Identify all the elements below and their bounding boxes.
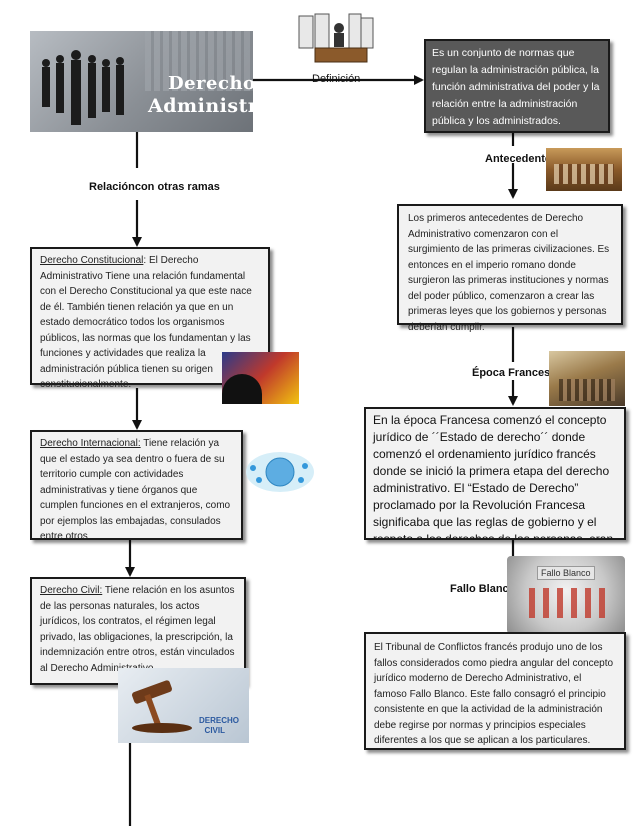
fallo-blanco-sign: Fallo Blanco: [537, 566, 595, 580]
antecedentes-box: Los primeros antecedentes de Derecho Adm…: [397, 204, 623, 333]
civil-heading: Derecho Civil:: [40, 585, 103, 596]
antecedentes-text: Los primeros antecedentes de Derecho Adm…: [408, 213, 610, 333]
globe-hands-icon: [246, 452, 314, 492]
fallo-blanco-box: El Tribunal de Conflictos francés produj…: [364, 632, 626, 750]
epoca-francesa-text: En la época Francesa comenzó el concepto…: [373, 413, 614, 540]
definition-box: Es un conjunto de normas que regulan la …: [424, 39, 610, 133]
building-silhouette: [145, 31, 253, 91]
civil-caption-line1: DERECHO: [198, 716, 239, 725]
epoca-francesa-box: En la época Francesa comenzó el concepto…: [364, 407, 626, 540]
internacional-image: [243, 448, 318, 496]
antecedentes-image: [546, 148, 622, 191]
label-relacion-otras-ramas: Relacióncon otras ramas: [89, 181, 220, 193]
label-definicion: Definición: [312, 73, 361, 85]
internacional-text: Tiene relación ya que el estado ya sea d…: [40, 438, 231, 542]
label-antecedentes: Antecedentes: [485, 153, 558, 165]
civil-caption-line2: CIVIL: [204, 726, 225, 735]
epoca-image-detail: [559, 379, 615, 401]
constitucional-content: Derecho Constitucional: El Derecho Admin…: [40, 253, 260, 393]
constitucional-text: : El Derecho Administrativo Tiene una re…: [40, 255, 252, 390]
gavel-icon: [131, 680, 192, 733]
internacional-content: Derecho Internacional: Tiene relación ya…: [40, 436, 233, 545]
desk-icon: [298, 13, 374, 63]
constitucional-image: [222, 352, 299, 404]
fallo-blanco-image: Fallo Blanco: [507, 556, 625, 634]
people-silhouettes: [36, 49, 136, 129]
epoca-francesa-image: [549, 351, 625, 406]
header-title-line1: Derecho: [168, 73, 253, 94]
internacional-box: Derecho Internacional: Tiene relación ya…: [30, 430, 243, 542]
civil-box: Derecho Civil: Tiene relación en los asu…: [30, 577, 246, 685]
civil-text: Tiene relación en los asuntos de las per…: [40, 585, 235, 674]
documents-desk-illustration: [297, 12, 375, 67]
fallo-red-marks: [529, 588, 605, 618]
definition-text: Es un conjunto de normas que regulan la …: [432, 47, 600, 127]
fallo-blanco-text: El Tribunal de Conflictos francés produj…: [374, 642, 614, 746]
people-icon: [42, 50, 124, 125]
antecedentes-image-detail: [554, 164, 614, 184]
header-banner: Derecho Administrativo: [30, 31, 253, 132]
civil-image: DERECHO CIVIL: [118, 668, 249, 743]
constitucional-heading: Derecho Constitucional: [40, 255, 144, 266]
label-epoca-francesa: Época Francesa: [472, 367, 557, 379]
constitucional-image-figure: [222, 374, 262, 404]
internacional-heading: Derecho Internacional:: [40, 438, 141, 449]
header-title-line2: Administrativo: [148, 95, 253, 117]
label-fallo-blanco: Fallo Blanco: [450, 583, 516, 595]
civil-content: Derecho Civil: Tiene relación en los asu…: [40, 583, 236, 676]
